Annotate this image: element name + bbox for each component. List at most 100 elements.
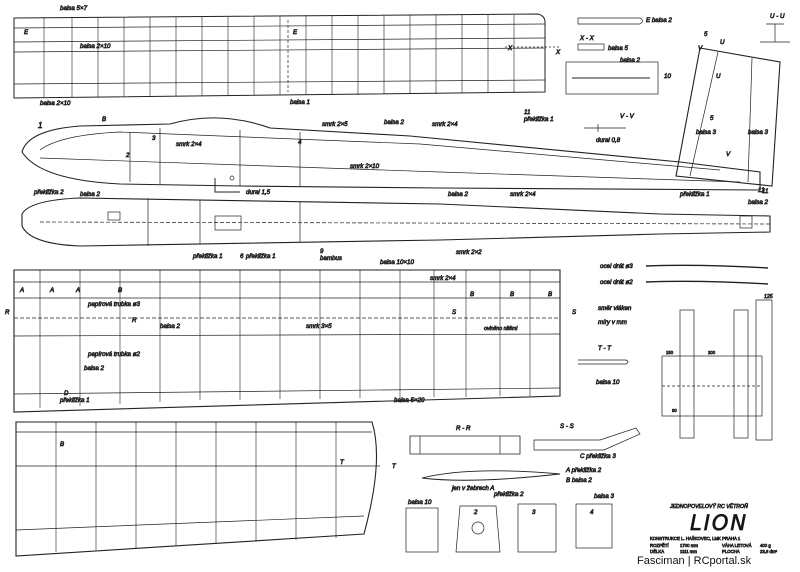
label-balsa-5x20: balsa 5×20 [394, 397, 425, 404]
label-balsa-2-c: balsa 2 [748, 199, 769, 206]
label-11-b: 11 [758, 187, 764, 194]
label-a-3: A [75, 287, 80, 294]
label-a-1: A [19, 287, 24, 294]
label-b-4: B [548, 291, 552, 298]
label-balsa-10x10: balsa 10×10 [380, 259, 414, 266]
label-u-u: U - U [770, 13, 785, 20]
label-smer-vlaken: směr vláken [598, 305, 632, 312]
misc-notes: směr vláken míry v mm T - T balsa 10 R -… [405, 305, 641, 553]
wing-outer-panel: B T T [15, 421, 397, 557]
label-preklizka-2-b: překližka 2 [493, 491, 524, 498]
label-3: 3 [152, 135, 156, 142]
label-balsa-2-b: balsa 2 [84, 365, 105, 372]
title-block: JEDNOPOVELOVÝ RC VĚTROŇ LION KONSTRUKCE … [650, 502, 778, 555]
label-a-preklizka-2: A překližka 2 [565, 467, 602, 474]
label-c-preklizka-3: C překližka 3 [580, 453, 616, 460]
label-11-tail: 11 [524, 109, 530, 116]
label-x-2: X [555, 49, 561, 56]
tail-details: E balsa 2 X - X balsa 5 balsa 2 10 U - U… [523, 13, 790, 187]
label-smrk-2x4-b: smrk 2×4 [432, 121, 458, 128]
label-balsa-10: balsa 10 [596, 379, 620, 386]
label-ocel-drat-2: ocel drát ø2 [600, 279, 633, 286]
title-spec-label-1: ROZPĚTÍ [650, 543, 669, 548]
label-s-2: S [572, 309, 577, 316]
stabilizer-top-view: 125 150 90 200 [661, 294, 773, 441]
label-balsa-1: balsa 1 [290, 99, 310, 106]
title-spec-label-4: PLOCHA [722, 549, 740, 554]
watermark-credit: Fasciman | RCportal.sk [637, 555, 752, 567]
title-spec-label-2: DÉLKA [650, 549, 664, 554]
label-2-former: 2 [473, 509, 478, 516]
label-10: 10 [664, 73, 671, 80]
label-papirova-trubka-2: papírová trubka ø2 [87, 351, 140, 358]
label-3-former: 3 [532, 509, 536, 516]
label-smrk-3x5: smrk 3×5 [306, 323, 332, 330]
title-spec-value-3: 400 g [760, 543, 771, 548]
label-4: 4 [298, 139, 302, 146]
label-e-1: E [24, 29, 29, 36]
label-5-b: 5 [710, 115, 714, 122]
label-200: 200 [708, 350, 716, 355]
label-miry-v-mm: míry v mm [598, 319, 627, 326]
label-smrk-2x10: smrk 2×10 [350, 163, 380, 170]
wing-panel-plan: balsa 10×10 smrk 2×4 A A A B B B B R R S… [5, 259, 577, 413]
label-bambus: bambus [320, 255, 342, 262]
label-balsa-2-a: balsa 2 [160, 323, 181, 330]
label-b-3: B [510, 291, 514, 298]
label-v-2: V [726, 151, 731, 158]
label-balsa-5: balsa 5 [608, 45, 629, 52]
label-v-v: V - V [620, 113, 635, 120]
label-u-2: U [716, 73, 721, 80]
label-x-x: X - X [579, 35, 595, 42]
label-b-balsa-2: B balsa 2 [566, 477, 592, 484]
steel-wire-details: ocel drát ø3 ocel drát ø2 [600, 263, 769, 286]
label-5: 5 [704, 31, 708, 38]
label-smrk-2x4: smrk 2×4 [430, 275, 456, 282]
label-ocel-drat-3: ocel drát ø3 [600, 263, 633, 270]
label-b-1: B [118, 287, 122, 294]
label-s-1: S [452, 309, 457, 316]
label-smrk-2x4-c: smrk 2×4 [510, 191, 536, 198]
label-smrk-2x4-a: smrk 2×4 [176, 141, 202, 148]
label-dural-1-5: dural 1,5 [246, 189, 271, 196]
title-spec-value-2: 1111 mm [680, 549, 697, 554]
label-balsa-3-b: balsa 3 [748, 129, 769, 136]
label-6: 6 [240, 253, 244, 260]
label-balsa-2-b: balsa 2 [448, 191, 469, 198]
label-preklizka-1-b: překližka 1 [245, 253, 276, 260]
label-11: 11 [762, 188, 768, 195]
label-ovalneno-nitemi: ovlněno nitěmi [484, 326, 518, 332]
label-balsa-3: balsa 3 [594, 493, 615, 500]
label-x-1: X [507, 45, 513, 52]
label-r-2: R [132, 317, 137, 324]
label-e-2: E [293, 29, 298, 36]
label-t-t: T - T [598, 345, 612, 352]
label-90: 90 [672, 408, 677, 413]
label-balsa-5x7: balsa 5×7 [60, 5, 88, 12]
label-a-2: A [49, 287, 54, 294]
label-preklizka-1: překližka 1 [59, 397, 90, 404]
label-e-balsa-2: E balsa 2 [646, 17, 672, 24]
label-balsa-2x10-b: balsa 2×10 [40, 100, 71, 107]
label-smrk-2x5: smrk 2×5 [322, 121, 348, 128]
wing-top-panel: balsa 5×7 balsa 2×10 balsa 2×10 balsa 1 … [13, 5, 561, 107]
label-b-outer: B [60, 441, 64, 448]
label-d: D [64, 390, 69, 397]
wing-panel-ribs [39, 270, 531, 408]
label-b-2: B [470, 291, 474, 298]
label-balsa-2x10-a: balsa 2×10 [80, 43, 111, 50]
label-t-2: T [392, 463, 397, 470]
label-r-r: R - R [456, 425, 471, 432]
title-spec-label-3: VÁHA LETOVÁ [722, 543, 752, 548]
fuselage-top-view: překližka 2 balsa 2 překližka 1 6 překli… [21, 187, 771, 262]
label-dural-0-8: dural 0,8 [596, 137, 621, 144]
wing-outer-ribs [55, 422, 337, 552]
label-9: 9 [320, 248, 324, 255]
label-u-1: U [720, 39, 725, 46]
title-spec-value-1: 1700 mm [680, 543, 698, 548]
label-4-former: 4 [590, 509, 594, 516]
fuselage-side-view: 1 B 2 3 4 smrk 2×4 smrk 2×5 balsa 2 smrk… [21, 116, 769, 198]
label-balsa-2-tail: balsa 2 [620, 57, 641, 64]
title-name: LION [690, 511, 748, 535]
